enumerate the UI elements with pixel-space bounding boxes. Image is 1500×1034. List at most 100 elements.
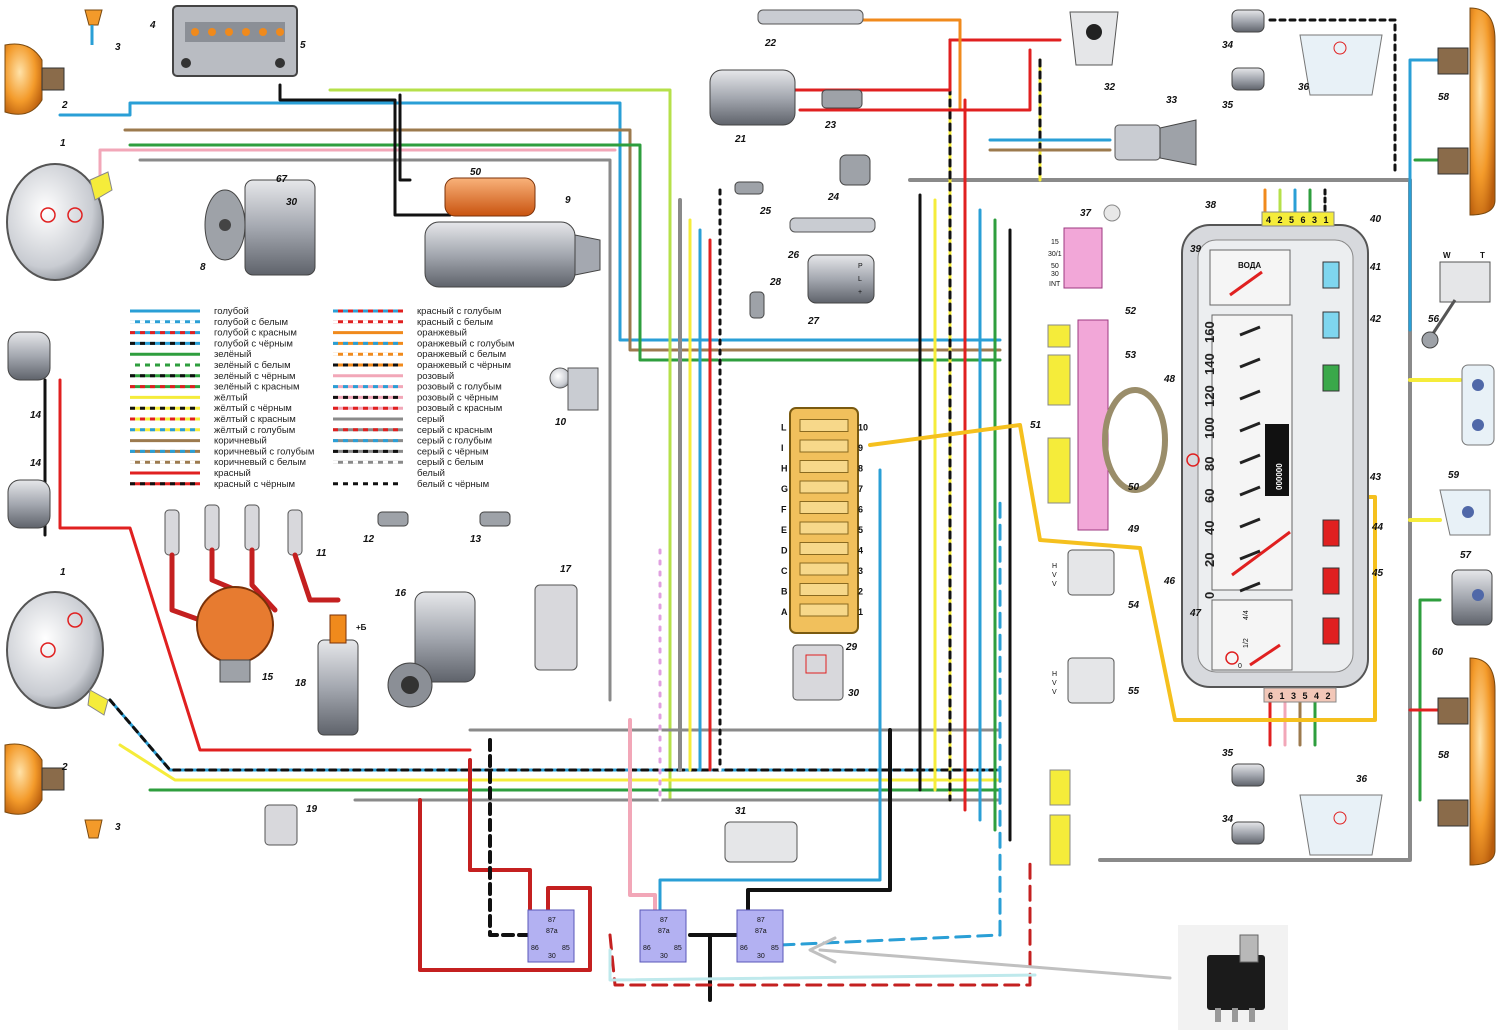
washer-motor-21: 21 <box>709 69 796 145</box>
lamp-57: 57 <box>1439 489 1491 561</box>
odometer: 000000 <box>1275 463 1284 490</box>
fuel-sender-56: W T 56 <box>1421 251 1491 349</box>
label-59: 59 <box>1448 470 1460 481</box>
label-36b: 36 <box>1356 774 1368 785</box>
label-51: 51 <box>1030 420 1042 431</box>
terminal-l: L <box>858 276 862 283</box>
legend-label: жёлтый с голубым <box>214 425 295 436</box>
fuse-number: 2 <box>858 587 863 597</box>
legend-label: серый с красным <box>417 425 493 436</box>
legend-label: серый <box>417 414 444 425</box>
label-58b: 58 <box>1438 750 1450 761</box>
light-switch-54: H V V 54 <box>1052 549 1140 611</box>
door-switch-35-bottom: 35 <box>1222 748 1265 787</box>
fuse-letter: H <box>781 464 788 474</box>
component-22: 22 <box>757 9 864 49</box>
fuel-mark-0: 0 <box>1238 663 1242 670</box>
speed-tick <box>1239 453 1261 465</box>
label-16: 16 <box>395 588 407 599</box>
relay-pin-30: 30 <box>757 953 765 960</box>
legend-label: жёлтый <box>214 392 248 403</box>
label-12: 12 <box>363 534 375 545</box>
label-34b: 34 <box>1222 814 1234 825</box>
speed-tick <box>1239 357 1261 369</box>
label-plus-b: +Б <box>356 623 367 632</box>
ign-terminal-50: 50 <box>1051 263 1059 270</box>
lamp-60: 60 <box>1432 569 1493 658</box>
relay-pin-86: 86 <box>643 945 651 952</box>
relay-pin-86: 86 <box>531 945 539 952</box>
label-14b: 14 <box>30 458 42 469</box>
speed-tick-label: 60 <box>1202 489 1217 503</box>
interior-lamp-top: 36 <box>1298 34 1383 96</box>
legend-label: оранжевый с чёрным <box>417 360 511 371</box>
label-21: 21 <box>734 134 747 145</box>
cluster-pin: 2 <box>1326 691 1331 701</box>
label-36a: 36 <box>1298 82 1310 93</box>
terminal-t: T <box>1480 251 1485 260</box>
fuse <box>799 439 849 453</box>
legend-label: зелёный с чёрным <box>214 371 296 382</box>
headlamp-top: 1 <box>6 138 113 281</box>
relay-photo <box>1178 925 1288 1030</box>
cluster-pin: 3 <box>1312 215 1317 225</box>
interior-lamp-bottom: 36 <box>1299 774 1383 856</box>
label-23: 23 <box>824 120 837 131</box>
relay-27: P L + 27 <box>807 254 875 327</box>
fuse-number: 3 <box>858 566 863 576</box>
label-32: 32 <box>1104 82 1116 93</box>
fuse-number: 1 <box>858 607 863 617</box>
legend-label: голубой с красным <box>214 328 297 339</box>
label-53: 53 <box>1125 350 1137 361</box>
relay-pin-87a: 87а <box>546 928 558 935</box>
label-13: 13 <box>470 534 482 545</box>
relay-pin-87: 87 <box>660 917 668 924</box>
label-11: 11 <box>316 548 327 559</box>
ground-connector-top: 3 <box>84 9 121 53</box>
component-31: 31 <box>724 806 798 863</box>
legend-label: голубой <box>214 306 249 317</box>
component-33: 33 <box>1114 95 1197 166</box>
rear-lamp-bottom: 58 <box>1437 657 1496 866</box>
label-55: 55 <box>1128 686 1140 697</box>
cluster-pin: 1 <box>1280 691 1285 701</box>
sensor-24: 24 <box>827 154 871 203</box>
fuse-number: 5 <box>858 525 863 535</box>
cluster-pin: 2 <box>1278 215 1283 225</box>
relay-pin-87: 87 <box>548 917 556 924</box>
label-35b: 35 <box>1222 748 1234 759</box>
ign-terminal-15: 15 <box>1051 239 1059 246</box>
relay-pin-86: 86 <box>740 945 748 952</box>
front-turn-lamp-bottom: 2 <box>4 743 68 815</box>
cluster-pin: 6 <box>1301 215 1306 225</box>
label-38: 38 <box>1205 200 1217 211</box>
fuse-letter: L <box>781 423 787 433</box>
label-2b: 2 <box>61 762 68 773</box>
label-33: 33 <box>1166 95 1178 106</box>
label-1b: 1 <box>60 567 66 578</box>
label-15: 15 <box>262 672 274 683</box>
label-56: 56 <box>1428 314 1440 325</box>
fuse-letter: C <box>781 566 788 576</box>
sw54-v1: V <box>1052 572 1057 579</box>
label-47: 47 <box>1189 608 1202 619</box>
legend-label: розовый <box>417 371 454 382</box>
harness-wires <box>43 18 1462 1002</box>
label-52: 52 <box>1125 306 1137 317</box>
fuse-letter: D <box>781 546 788 556</box>
cluster-pin: 1 <box>1324 215 1329 225</box>
speed-tick <box>1239 325 1261 337</box>
fuse <box>799 542 849 555</box>
legend-label: коричневый с голубым <box>214 446 314 457</box>
sw54-v2: V <box>1052 581 1057 588</box>
sw55-h: H <box>1052 671 1057 678</box>
legend-label: голубой с белым <box>214 317 288 328</box>
starter-motor: 50 9 <box>424 167 601 288</box>
